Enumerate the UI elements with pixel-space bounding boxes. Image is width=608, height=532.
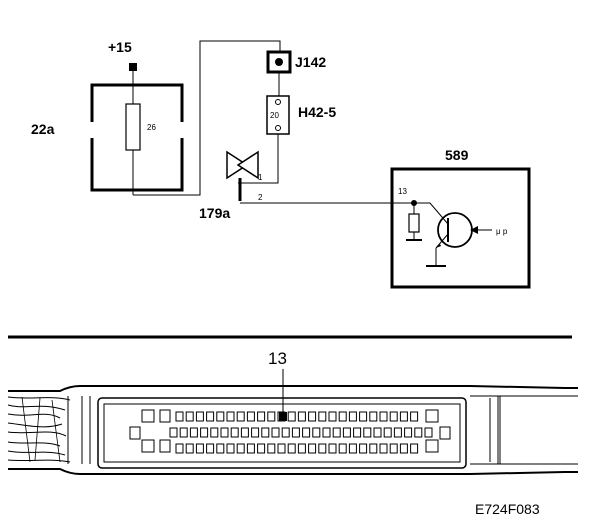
connector-pin xyxy=(348,411,357,422)
connector-pin xyxy=(322,427,331,438)
connector-pins xyxy=(169,411,433,454)
connector-pin-callout: 13 xyxy=(268,349,287,368)
connector-pin xyxy=(200,427,209,438)
connector-pin xyxy=(210,427,219,438)
connector-pin xyxy=(267,443,276,454)
connector-pin xyxy=(246,411,255,422)
wire-h42-to-pin1 xyxy=(238,134,279,184)
h42-pin-number: 20 xyxy=(270,111,279,120)
connector-pin xyxy=(410,443,419,454)
connector-pin xyxy=(291,427,300,438)
connector-pin xyxy=(338,411,347,422)
connector-pin xyxy=(206,411,215,422)
connector-pin xyxy=(379,443,388,454)
connector-pin xyxy=(328,411,337,422)
connector-pin xyxy=(169,427,178,438)
microprocessor-label: μ p xyxy=(496,227,508,236)
connector-pin xyxy=(271,427,280,438)
connector-pin xyxy=(246,443,255,454)
ecu-pin-number: 13 xyxy=(398,187,407,196)
connector-pin xyxy=(216,443,225,454)
connector-pin xyxy=(257,411,266,422)
connector-pin xyxy=(257,443,266,454)
connector-pin xyxy=(389,411,398,422)
connector-pin xyxy=(189,427,198,438)
connector-pin xyxy=(277,443,286,454)
connector-pin xyxy=(318,411,327,422)
j142-label: J142 xyxy=(295,54,326,70)
connector-pin xyxy=(369,411,378,422)
figure-code: E724F083 xyxy=(475,501,540,517)
fuse-number: 26 xyxy=(147,123,156,132)
connector-pin xyxy=(383,427,392,438)
connector-pin xyxy=(216,411,225,422)
connector-pin xyxy=(404,427,413,438)
connector-pin xyxy=(226,443,235,454)
connector-pin xyxy=(185,443,194,454)
connector-pin xyxy=(195,411,204,422)
connector-pin xyxy=(393,427,402,438)
connector-pin xyxy=(369,443,378,454)
connector-pin xyxy=(287,443,296,454)
connector-pin xyxy=(236,411,245,422)
connector-pin xyxy=(297,443,306,454)
connector-pin xyxy=(195,443,204,454)
connector-pin xyxy=(240,427,249,438)
connector-pin xyxy=(328,443,337,454)
ecu-label: 589 xyxy=(445,147,469,163)
connector-pin xyxy=(220,427,229,438)
connector-pin xyxy=(410,411,419,422)
ecu-resistor xyxy=(408,213,420,233)
connector-pin xyxy=(175,443,184,454)
connector-pin xyxy=(230,427,239,438)
connector-pin xyxy=(226,411,235,422)
connector-pin xyxy=(206,443,215,454)
splice-pin1: 1 xyxy=(258,173,263,182)
connector-pin xyxy=(179,427,188,438)
connector-pin xyxy=(414,427,423,438)
connector-pin xyxy=(363,427,372,438)
fuse-box-22a xyxy=(90,83,184,192)
connector-pin xyxy=(359,411,368,422)
connector-pin xyxy=(342,427,351,438)
pin-13-highlight xyxy=(279,412,287,421)
plus15-terminal xyxy=(129,63,137,71)
ecu-connector-illustration xyxy=(7,385,578,475)
connector-pin xyxy=(379,411,388,422)
connector-pin xyxy=(251,427,260,438)
connector-pin xyxy=(308,443,317,454)
plus15-label: +15 xyxy=(108,39,132,55)
connector-pin xyxy=(297,411,306,422)
connector-pin xyxy=(267,411,276,422)
wire-fuse-to-j142 xyxy=(133,40,281,196)
connector-pin xyxy=(287,411,296,422)
connector-pin xyxy=(399,443,408,454)
connector-pin xyxy=(318,443,327,454)
splice-pin2: 2 xyxy=(258,193,263,202)
connector-pin xyxy=(338,443,347,454)
connector-pin xyxy=(302,427,311,438)
connector-pin xyxy=(308,411,317,422)
connector-pin xyxy=(261,427,270,438)
connector-pin xyxy=(236,443,245,454)
connector-pin xyxy=(175,411,184,422)
connector-pin xyxy=(373,427,382,438)
connector-pin xyxy=(312,427,321,438)
connector-pin xyxy=(332,427,341,438)
connector-pin xyxy=(348,443,357,454)
connector-pin xyxy=(353,427,362,438)
ecu-589-box xyxy=(390,167,531,289)
fuse-element xyxy=(125,103,141,151)
h42-label: H42-5 xyxy=(298,104,336,120)
connector-pin xyxy=(389,443,398,454)
connector-pin xyxy=(399,411,408,422)
fuse-box-label: 22a xyxy=(31,121,55,137)
connector-pin xyxy=(185,411,194,422)
connector-pin xyxy=(281,427,290,438)
splice-label: 179a xyxy=(199,205,230,221)
connector-pin xyxy=(359,443,368,454)
connector-pin xyxy=(424,427,433,438)
